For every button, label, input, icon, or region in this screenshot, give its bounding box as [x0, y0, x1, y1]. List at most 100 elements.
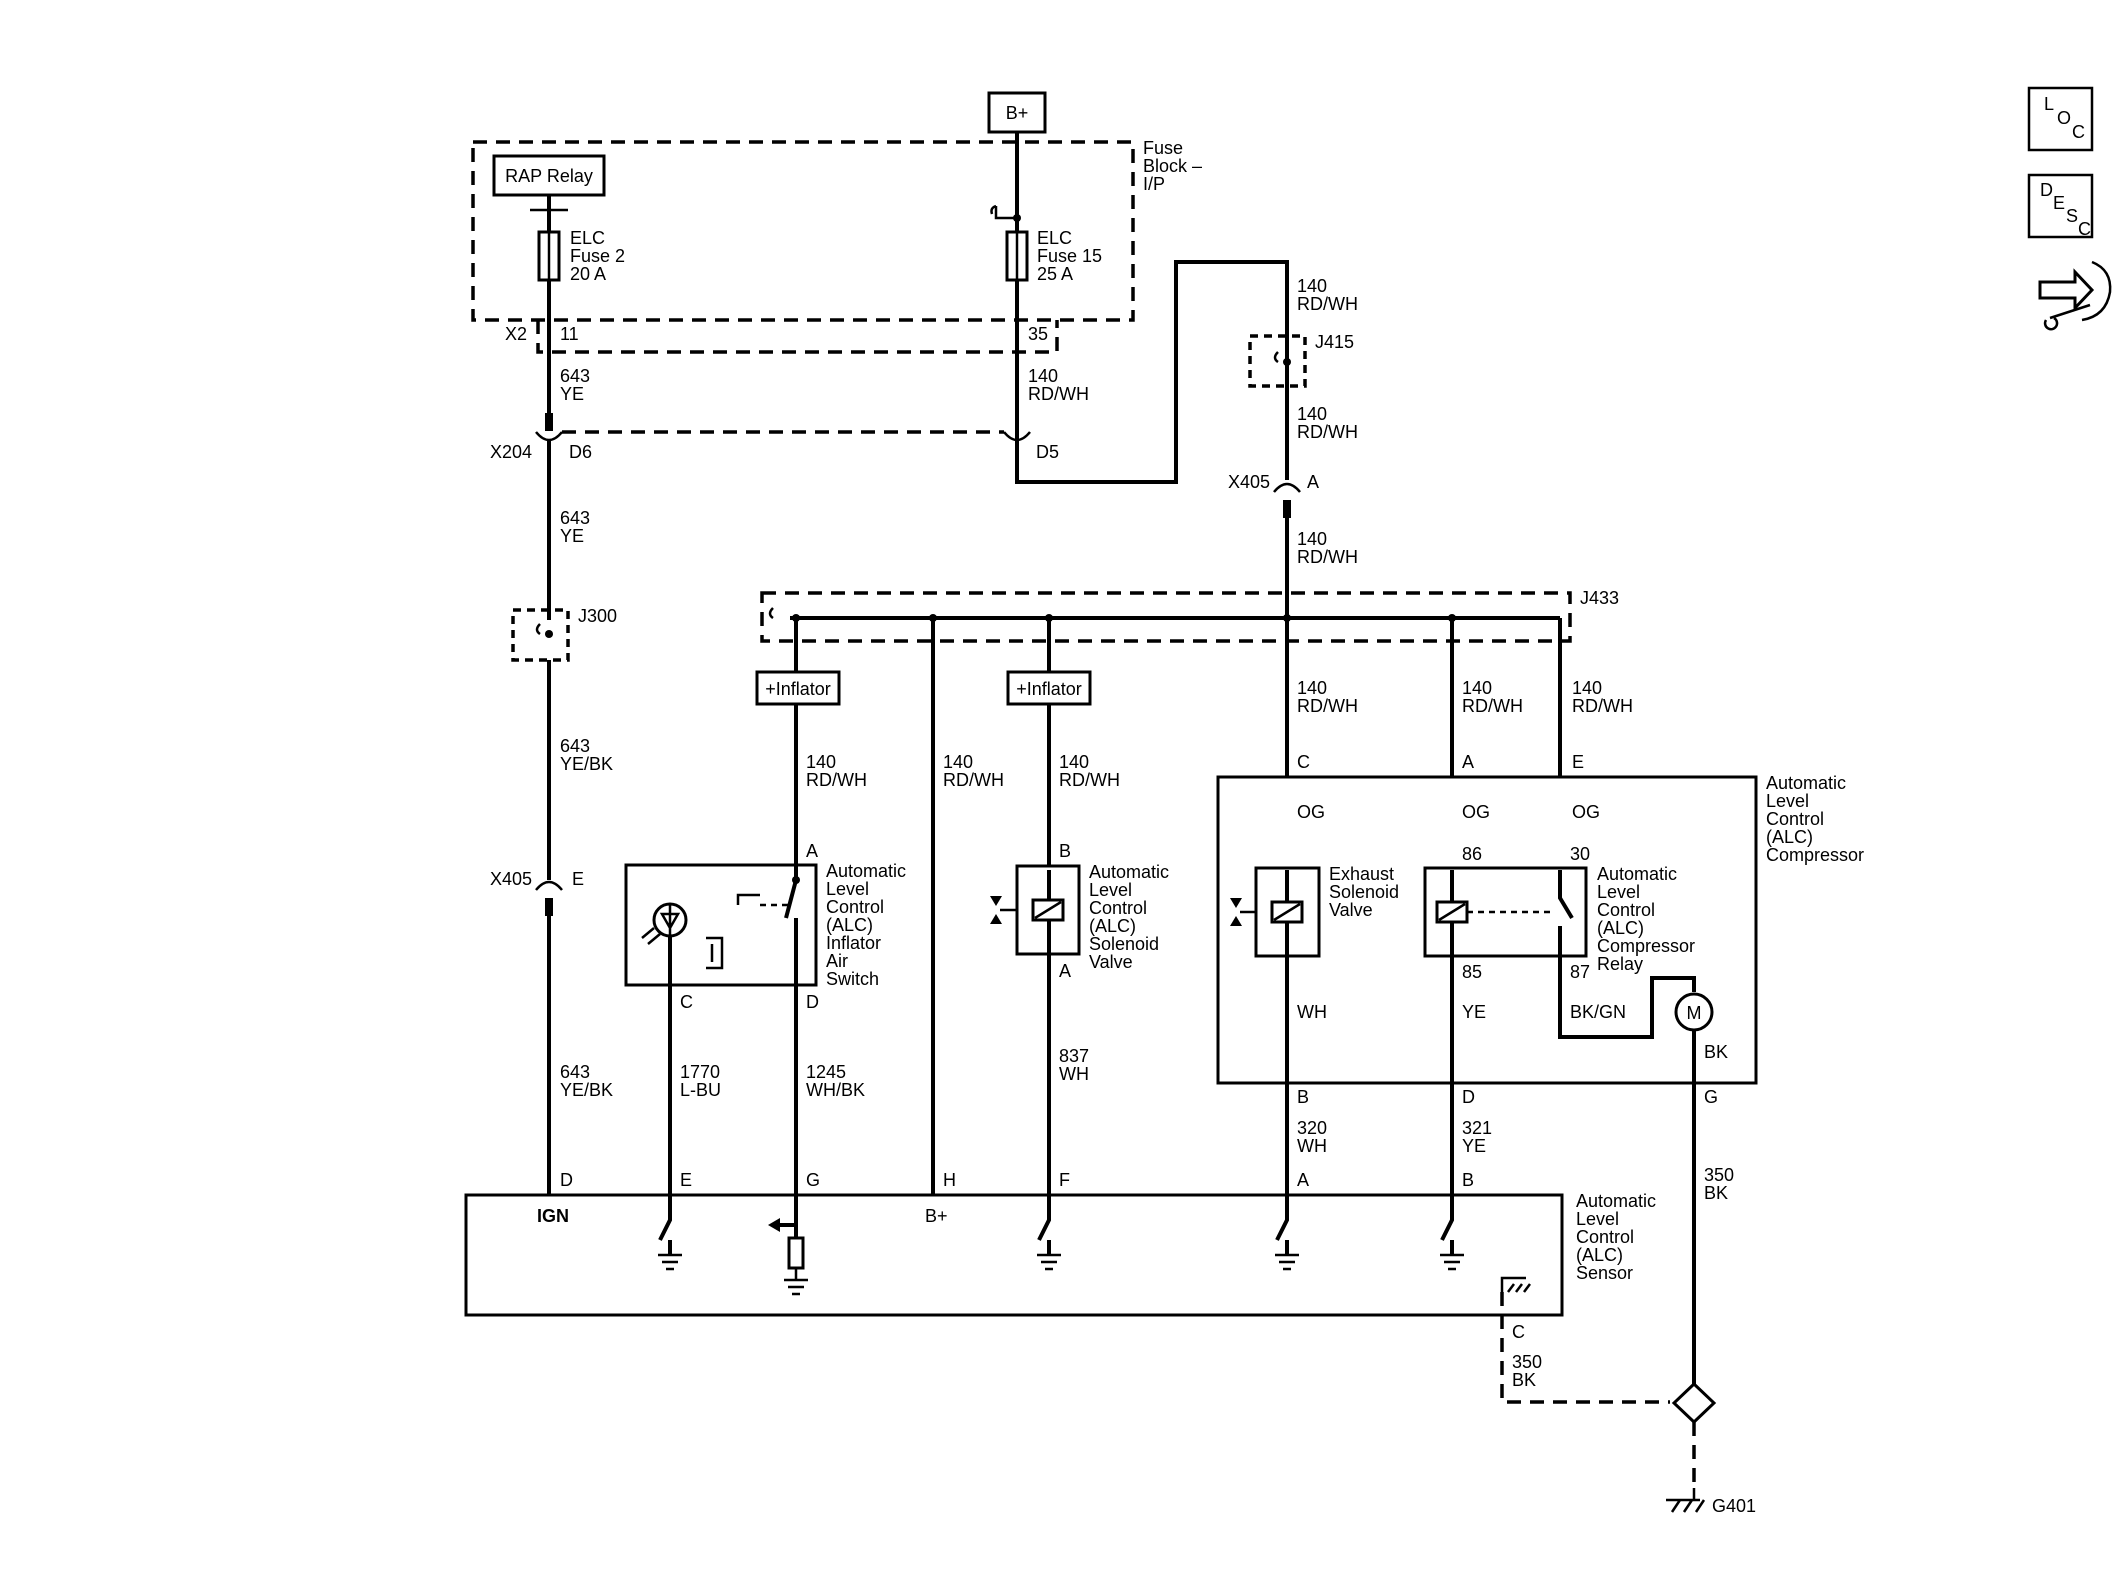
svg-text:35: 35: [1028, 324, 1048, 344]
svg-text:RAP Relay: RAP Relay: [505, 166, 593, 186]
svg-text:643: 643: [560, 736, 590, 756]
svg-text:87: 87: [1570, 962, 1590, 982]
svg-text:YE: YE: [560, 526, 584, 546]
svg-text:RD/WH: RD/WH: [943, 770, 1004, 790]
svg-text:Level: Level: [1089, 880, 1132, 900]
svg-text:YE: YE: [1462, 1002, 1486, 1022]
svg-text:I/P: I/P: [1143, 174, 1165, 194]
svg-text:Solenoid: Solenoid: [1089, 934, 1159, 954]
svg-text:140: 140: [1297, 529, 1327, 549]
svg-text:140: 140: [1028, 366, 1058, 386]
svg-text:1770: 1770: [680, 1062, 720, 1082]
svg-text:Solenoid: Solenoid: [1329, 882, 1399, 902]
svg-text:OG: OG: [1572, 802, 1600, 822]
sensor-internal-grounds: [658, 1195, 1531, 1296]
svg-text:OG: OG: [1462, 802, 1490, 822]
svg-text:E: E: [1572, 752, 1584, 772]
svg-text:D5: D5: [1036, 442, 1059, 462]
svg-text:WH: WH: [1059, 1064, 1089, 1084]
svg-text:A: A: [1462, 752, 1474, 772]
svg-text:11: 11: [560, 324, 579, 344]
svg-text:321: 321: [1462, 1118, 1492, 1138]
svg-text:ELC: ELC: [1037, 228, 1072, 248]
svg-text:D: D: [1462, 1087, 1475, 1107]
svg-text:643: 643: [560, 508, 590, 528]
loc-icon[interactable]: L O C: [2027, 86, 2094, 152]
svg-text:86: 86: [1462, 844, 1482, 864]
svg-text:Fuse 2: Fuse 2: [570, 246, 625, 266]
svg-text:Fuse: Fuse: [1143, 138, 1183, 158]
desc-icon[interactable]: D E S C: [2027, 173, 2094, 239]
connector-x2: X2 11 35: [505, 320, 1059, 354]
svg-text:140: 140: [1572, 678, 1602, 698]
svg-text:J300: J300: [578, 606, 617, 626]
rap-relay: RAP Relay: [492, 154, 606, 197]
svg-text:D: D: [2040, 180, 2053, 200]
svg-text:Control: Control: [1597, 900, 1655, 920]
svg-text:Valve: Valve: [1329, 900, 1373, 920]
svg-text:Sensor: Sensor: [1576, 1263, 1633, 1283]
exhaust-solenoid-valve: [1230, 866, 1321, 958]
svg-text:(ALC): (ALC): [1089, 916, 1136, 936]
alc-sensor: [464, 1193, 1564, 1317]
tools-icon[interactable]: [2038, 260, 2112, 331]
svg-text:Level: Level: [1597, 882, 1640, 902]
svg-text:ELC: ELC: [570, 228, 605, 248]
svg-text:25 A: 25 A: [1037, 264, 1073, 284]
svg-text:YE: YE: [1462, 1136, 1486, 1156]
compressor-motor: M: [1674, 992, 1714, 1032]
svg-text:(ALC): (ALC): [1576, 1245, 1623, 1265]
svg-text:140: 140: [1297, 276, 1327, 296]
svg-text:B+: B+: [1006, 103, 1029, 123]
svg-text:85: 85: [1462, 962, 1482, 982]
battery-positive: B+: [987, 91, 1047, 134]
svg-text:Compressor: Compressor: [1597, 936, 1695, 956]
svg-text:WH: WH: [1297, 1002, 1327, 1022]
svg-text:Automatic: Automatic: [826, 861, 906, 881]
svg-text:30: 30: [1570, 844, 1590, 864]
svg-text:140: 140: [1059, 752, 1089, 772]
svg-text:E: E: [572, 869, 584, 889]
svg-text:O: O: [2057, 108, 2071, 128]
svg-text:350: 350: [1704, 1165, 1734, 1185]
svg-text:C: C: [680, 992, 693, 1012]
svg-text:YE/BK: YE/BK: [560, 1080, 613, 1100]
svg-text:C: C: [2072, 122, 2085, 142]
svg-text:Block –: Block –: [1143, 156, 1202, 176]
svg-text:Relay: Relay: [1597, 954, 1643, 974]
connector-x405-e: X405 E: [490, 869, 584, 916]
svg-text:C: C: [1297, 752, 1310, 772]
svg-text:X405: X405: [490, 869, 532, 889]
svg-text:OG: OG: [1297, 802, 1325, 822]
svg-text:(ALC): (ALC): [1766, 827, 1813, 847]
svg-text:B: B: [1462, 1170, 1474, 1190]
svg-text:Exhaust: Exhaust: [1329, 864, 1394, 884]
svg-text:L: L: [2044, 94, 2054, 114]
svg-text:WH: WH: [1297, 1136, 1327, 1156]
svg-text:Control: Control: [1766, 809, 1824, 829]
svg-text:837: 837: [1059, 1046, 1089, 1066]
svg-text:E: E: [2053, 193, 2065, 213]
svg-text:B: B: [1297, 1087, 1309, 1107]
svg-text:Automatic: Automatic: [1576, 1191, 1656, 1211]
connector-x204: X204 D6 D5: [490, 413, 1059, 462]
fuse-2: [537, 230, 561, 282]
svg-text:G401: G401: [1712, 1496, 1756, 1516]
svg-text:320: 320: [1297, 1118, 1327, 1138]
svg-text:BK: BK: [1704, 1183, 1728, 1203]
svg-text:(ALC): (ALC): [1597, 918, 1644, 938]
svg-text:B: B: [1059, 841, 1071, 861]
svg-text:RD/WH: RD/WH: [1297, 422, 1358, 442]
inflator-tag-1: +Inflator: [755, 670, 841, 706]
svg-text:IGN: IGN: [537, 1206, 569, 1226]
svg-text:1245: 1245: [806, 1062, 846, 1082]
svg-text:M: M: [1687, 1003, 1702, 1023]
svg-text:Level: Level: [1766, 791, 1809, 811]
svg-text:D: D: [560, 1170, 573, 1190]
compressor-relay: [1423, 866, 1588, 958]
svg-text:Automatic: Automatic: [1766, 773, 1846, 793]
svg-text:L-BU: L-BU: [680, 1080, 721, 1100]
svg-text:Control: Control: [826, 897, 884, 917]
svg-text:RD/WH: RD/WH: [1059, 770, 1120, 790]
